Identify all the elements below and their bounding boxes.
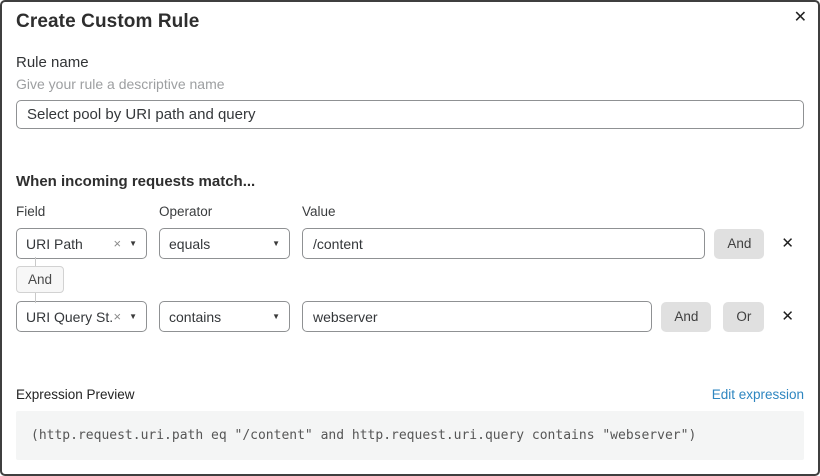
- operator-select[interactable]: contains ▼: [159, 301, 290, 332]
- rule-name-helper: Give your rule a descriptive name: [16, 76, 225, 92]
- field-select[interactable]: URI Path × ▼: [16, 228, 147, 259]
- remove-condition-icon[interactable]: ✕: [781, 308, 794, 325]
- dialog-title: Create Custom Rule: [16, 11, 200, 32]
- operator-select[interactable]: equals ▼: [159, 228, 290, 259]
- field-select-value: URI Query St...: [26, 308, 114, 325]
- condition-connector: And: [16, 257, 804, 303]
- condition-column-labels: Field Operator Value: [16, 204, 804, 219]
- operator-select-value: equals: [169, 235, 211, 252]
- remove-condition-icon[interactable]: ✕: [781, 235, 794, 252]
- expression-code-preview: (http.request.uri.path eq "/content" and…: [16, 411, 804, 460]
- chevron-down-icon: ▼: [129, 311, 137, 321]
- expression-preview-label: Expression Preview: [16, 387, 135, 402]
- chevron-down-icon: ▼: [272, 311, 280, 321]
- chevron-down-icon: ▼: [272, 238, 280, 248]
- expression-preview-header: Expression Preview Edit expression: [16, 387, 804, 402]
- operator-column-label: Operator: [159, 204, 213, 219]
- operator-select-value: contains: [169, 308, 222, 325]
- add-and-condition-button[interactable]: And: [714, 228, 765, 259]
- and-connector-badge: And: [16, 266, 65, 293]
- condition-row: URI Query St... × ▼ contains ▼ And Or ✕: [16, 301, 804, 332]
- value-input[interactable]: [302, 301, 653, 332]
- rule-name-input[interactable]: [16, 100, 804, 129]
- match-section-heading: When incoming requests match...: [16, 173, 256, 190]
- chevron-down-icon: ▼: [129, 238, 137, 248]
- value-input[interactable]: [302, 228, 706, 259]
- edit-expression-link[interactable]: Edit expression: [711, 387, 804, 402]
- clear-selection-icon[interactable]: ×: [113, 236, 122, 251]
- add-and-condition-button[interactable]: And: [661, 301, 712, 332]
- rule-name-label: Rule name: [16, 54, 89, 71]
- condition-row: URI Path × ▼ equals ▼ And ✕: [16, 228, 804, 259]
- field-select[interactable]: URI Query St... × ▼: [16, 301, 147, 332]
- add-or-condition-button[interactable]: Or: [723, 301, 765, 332]
- field-select-value: URI Path: [26, 235, 83, 252]
- field-column-label: Field: [16, 204, 46, 219]
- clear-selection-icon[interactable]: ×: [113, 309, 122, 324]
- value-column-label: Value: [302, 204, 336, 219]
- close-icon[interactable]: ✕: [793, 9, 807, 26]
